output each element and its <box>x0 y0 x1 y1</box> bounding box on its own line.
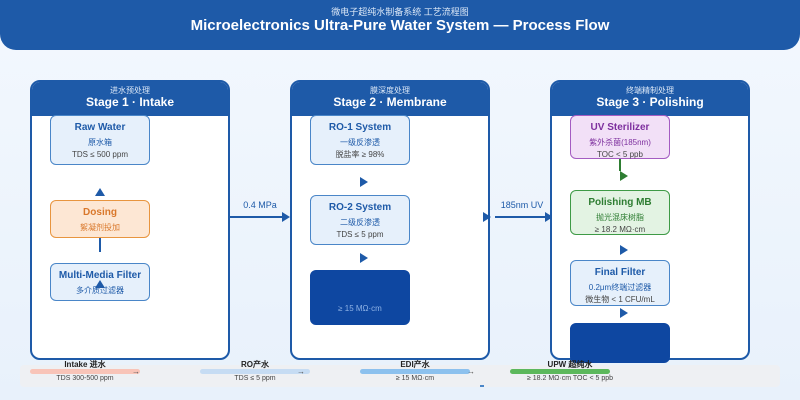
upw-output-box <box>570 323 670 363</box>
stage-2-title: Stage 2 · Membrane <box>333 95 447 109</box>
stage-2-cn-label: 膜深度处理 <box>370 86 410 95</box>
legend-arrow-icon: → <box>467 367 475 376</box>
arrow-right-icon <box>545 212 553 222</box>
dosing-box: Dosing 絮凝剂投加 <box>50 200 150 238</box>
edi-spec: ≥ 15 MΩ·cm <box>338 304 382 313</box>
uv-title: UV Sterilizer <box>590 122 650 133</box>
uv-cn: 紫外杀菌(185nm) <box>589 138 651 147</box>
ff-spec: 微生物 < 1 CFU/mL <box>585 295 655 304</box>
header-title: Microelectronics Ultra-Pure Water System… <box>190 17 610 34</box>
raw-water-spec: TDS ≤ 500 ppm <box>72 150 128 159</box>
stage-3-header: 终端精制处理 Stage 3 · Polishing <box>552 82 748 116</box>
legend-item-ro: RO产水 TDS ≤ 5 ppm <box>200 360 310 387</box>
header-banner: 微电子超纯水制备系统 工艺流程图 Microelectronics Ultra-… <box>0 0 800 50</box>
edi-box: ≥ 15 MΩ·cm <box>310 270 410 325</box>
legend-swatch <box>200 369 310 374</box>
ro2-box: RO-2 System 二级反渗透 TDS ≤ 5 ppm <box>310 195 410 245</box>
mb-cn: 抛光混床树脂 <box>596 213 644 222</box>
arrow-right-icon <box>483 212 491 222</box>
arrow-right-icon <box>282 212 290 222</box>
raw-water-title: Raw Water <box>74 122 126 133</box>
arrow-right-icon <box>620 245 628 255</box>
mb-title: Polishing MB <box>588 197 652 208</box>
legend-swatch <box>360 369 470 374</box>
ro1-cn: 一级反渗透 <box>340 138 380 147</box>
raw-water-box: Raw Water 原水箱 TDS ≤ 500 ppm <box>50 115 150 165</box>
ff-title: Final Filter <box>594 267 646 278</box>
flow-label-pressure: 0.4 MPa <box>243 200 277 210</box>
mmf-cn: 多介质过滤器 <box>76 286 124 295</box>
flow-line <box>230 216 282 218</box>
arrow-up-icon <box>95 188 105 196</box>
dosing-cn: 絮凝剂投加 <box>80 223 120 232</box>
legend-label: Intake 进水 <box>64 360 106 369</box>
legend-label: EDI产水 <box>400 360 430 369</box>
stage-1-cn-label: 进水预处理 <box>110 86 150 95</box>
legend-swatch <box>510 369 610 374</box>
ro1-box: RO-1 System 一级反渗透 脱盐率 ≥ 98% <box>310 115 410 165</box>
legend-label: UPW 超纯水 <box>547 360 593 369</box>
legend-arrow-icon: → <box>297 367 305 376</box>
ff-cn: 0.2μm终端过滤器 <box>588 283 652 292</box>
final-filter-box: Final Filter 0.2μm终端过滤器 微生物 < 1 CFU/mL <box>570 260 670 306</box>
stage-1-title: Stage 1 · Intake <box>85 95 175 109</box>
legend-bar: Intake 进水 TDS 300-500 ppm → RO产水 TDS ≤ 5… <box>20 360 780 387</box>
stage-3-title: Stage 3 · Polishing <box>596 95 704 109</box>
legend-marker <box>480 385 484 387</box>
legend-item-edi: EDI产水 ≥ 15 MΩ·cm <box>360 360 470 387</box>
ro1-title: RO-1 System <box>328 122 392 133</box>
mmf-title: Multi-Media Filter <box>58 270 142 281</box>
legend-item-upw: UPW 超纯水 ≥ 18.2 MΩ·cm TOC < 5 ppb <box>510 360 630 387</box>
ro2-title: RO-2 System <box>328 202 392 213</box>
ro2-spec: TDS ≤ 5 ppm <box>336 230 384 239</box>
stage-2-header: 膜深度处理 Stage 2 · Membrane <box>292 82 488 116</box>
stage-3-cn-label: 终端精制处理 <box>626 86 674 95</box>
flow-label-uv: 185nm UV <box>500 200 544 210</box>
legend-swatch <box>30 369 140 374</box>
arrow-right-icon <box>360 253 368 263</box>
raw-water-cn: 原水箱 <box>88 138 112 147</box>
dosing-title: Dosing <box>83 207 117 218</box>
legend-value: ≥ 18.2 MΩ·cm TOC < 5 ppb <box>526 375 614 382</box>
flow-line <box>495 216 545 218</box>
arrow-right-icon <box>620 308 628 318</box>
arrow-right-icon <box>620 171 628 181</box>
mb-spec: ≥ 18.2 MΩ·cm <box>594 225 646 234</box>
uv-spec: TOC < 5 ppb <box>597 150 643 159</box>
connector-line <box>619 159 621 171</box>
legend-value: TDS 300-500 ppm <box>56 375 114 382</box>
ro2-cn: 二级反渗透 <box>340 218 380 227</box>
arrow-up-icon <box>95 280 105 288</box>
header-subtitle: 微电子超纯水制备系统 工艺流程图 <box>331 7 469 17</box>
stage-1-header: 进水预处理 Stage 1 · Intake <box>32 82 228 116</box>
legend-item-intake: Intake 进水 TDS 300-500 ppm <box>30 360 140 387</box>
connector-line <box>99 238 101 252</box>
polishing-mb-box: Polishing MB 抛光混床树脂 ≥ 18.2 MΩ·cm <box>570 190 670 235</box>
legend-label: RO产水 <box>241 360 269 369</box>
legend-value: ≥ 15 MΩ·cm <box>395 375 435 382</box>
legend-arrow-icon: → <box>132 367 140 376</box>
ro1-spec: 脱盐率 ≥ 98% <box>335 150 385 159</box>
arrow-right-icon <box>360 177 368 187</box>
uv-sterilizer-box: UV Sterilizer 紫外杀菌(185nm) TOC < 5 ppb <box>570 115 670 159</box>
legend-value: TDS ≤ 5 ppm <box>234 375 276 382</box>
